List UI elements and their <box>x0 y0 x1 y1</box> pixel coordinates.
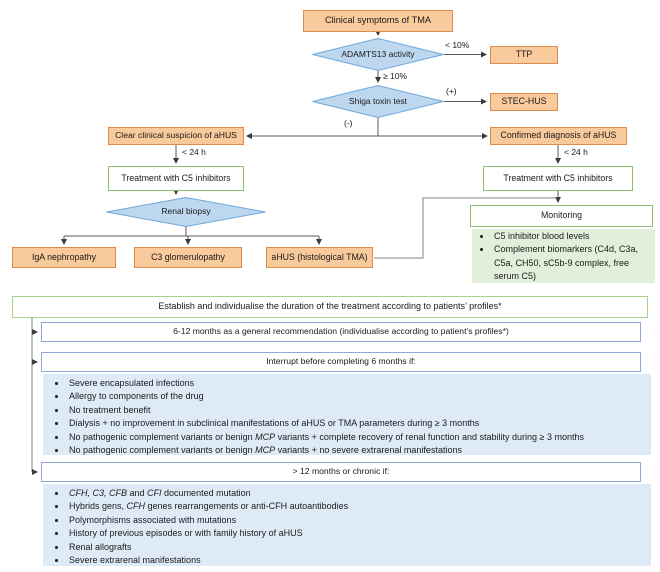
node-renal-biopsy-decision: Renal biopsy <box>106 197 266 227</box>
adamts13-label: ADAMTS13 activity <box>341 48 415 59</box>
edge-label-gte10pct: ≥ 10% <box>383 71 408 81</box>
chronic-criteria-panel: CFH, C3, CFB and CFI documented mutation… <box>43 484 651 566</box>
node-treatment-c5-left: Treatment with C5 inhibitors <box>108 166 244 191</box>
node-treatment-c5-right: Treatment with C5 inhibitors <box>483 166 633 191</box>
bullet-item: Dialysis + no improvement in subclinical… <box>67 417 645 430</box>
node-ahus-histological: aHUS (histological TMA) <box>266 247 373 268</box>
bullet-item: No pathogenic complement variants or ben… <box>67 444 645 457</box>
bullet-item: Renal allografts <box>67 541 645 554</box>
chronic-criteria-title: > 12 months or chronic if: <box>41 462 641 482</box>
bullet-item: Polymorphisms associated with mutations <box>67 514 645 527</box>
renal-biopsy-label: Renal biopsy <box>161 206 211 217</box>
edge-label-lt10pct: < 10% <box>445 40 470 50</box>
node-iga-nephropathy: IgA nephropathy <box>12 247 116 268</box>
node-stec-hus: STEC-HUS <box>490 93 558 111</box>
edge-label-positive: (+) <box>446 86 457 96</box>
monitoring-bullet-list: C5 inhibitor blood levelsComplement biom… <box>472 229 655 284</box>
monitoring-title: Monitoring <box>470 205 653 227</box>
node-clear-suspicion: Clear clinical suspicion of aHUS <box>108 127 244 145</box>
node-adamts13-decision: ADAMTS13 activity <box>312 38 444 71</box>
edge-label-negative: (-) <box>344 118 353 128</box>
bullet-item: Severe encapsulated infections <box>67 377 645 390</box>
edge-label-lt24h-right: < 24 h <box>564 147 588 157</box>
monitoring-details: C5 inhibitor blood levelsComplement biom… <box>472 229 655 283</box>
interrupt-bullet-list: Severe encapsulated infectionsAllergy to… <box>43 374 651 457</box>
node-shiga-toxin-decision: Shiga toxin test <box>312 85 444 118</box>
node-c3-glomerulopathy: C3 glomerulopathy <box>134 247 242 268</box>
bullet-item: Complement biomarkers (C4d, C3a, C5a, CH… <box>492 243 649 283</box>
diamond-shape <box>312 38 444 71</box>
interrupt-criteria-panel: Severe encapsulated infectionsAllergy to… <box>43 374 651 455</box>
bullet-item: CFH, C3, CFB and CFI documented mutation <box>67 487 645 500</box>
general-recommendation-box: 6-12 months as a general recommendation … <box>41 322 641 342</box>
bullet-item: No pathogenic complement variants or ben… <box>67 431 645 444</box>
node-ttp: TTP <box>490 46 558 64</box>
diamond-shape <box>106 197 266 227</box>
bullet-item: Hybrids gens, CFH genes rearrangements o… <box>67 500 645 513</box>
shiga-toxin-label: Shiga toxin test <box>348 95 408 106</box>
chronic-bullet-list: CFH, C3, CFB and CFI documented mutation… <box>43 484 651 567</box>
bullet-item: History of previous episodes or with fam… <box>67 527 645 540</box>
establish-duration-banner: Establish and individualise the duration… <box>12 296 648 318</box>
diamond-shape <box>312 85 444 118</box>
node-confirmed-diagnosis: Confirmed diagnosis of aHUS <box>490 127 627 145</box>
interrupt-criteria-title: Interrupt before completing 6 months if: <box>41 352 641 372</box>
node-clinical-symptoms: Clinical symptoms of TMA <box>303 10 453 32</box>
bullet-item: No treatment benefit <box>67 404 645 417</box>
bullet-item: Severe extrarenal manifestations <box>67 554 645 567</box>
bullet-item: C5 inhibitor blood levels <box>492 230 649 243</box>
bullet-item: Allergy to components of the drug <box>67 390 645 403</box>
edge-label-lt24h-left: < 24 h <box>182 147 206 157</box>
